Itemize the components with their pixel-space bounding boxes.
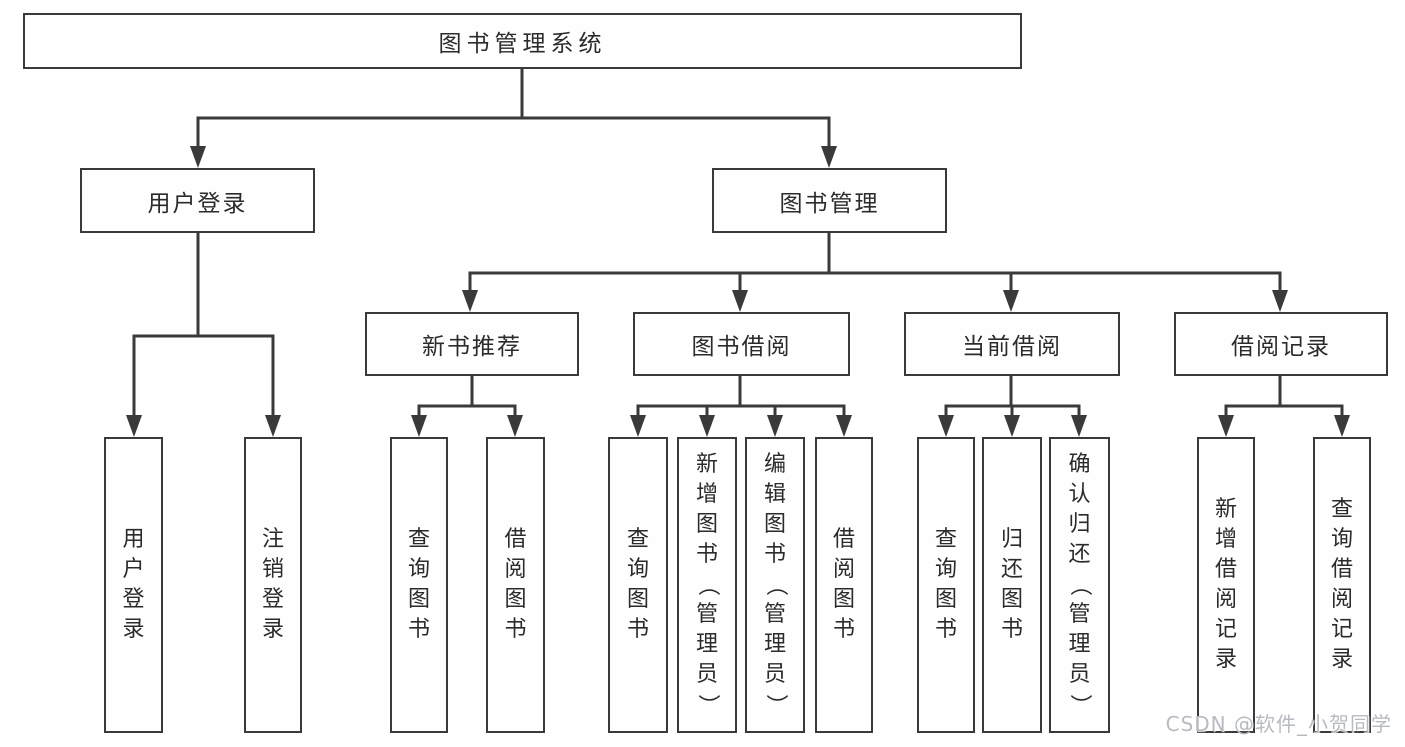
leaf-query-books-node: 查询图书 — [608, 437, 668, 733]
leaf-query-books-node: 查询图书 — [917, 437, 975, 733]
group-current-borrow-node: 当前借阅 — [904, 312, 1120, 376]
leaf-query-borrow-record-node: 查询借阅记录 — [1313, 437, 1371, 733]
leaf-logout-node: 注销登录 — [244, 437, 302, 733]
leaf-edit-books-admin-node: 编辑图书（管理员） — [745, 437, 805, 733]
arrow-down-icon — [126, 415, 142, 437]
branch-book-management-node: 图书管理 — [712, 168, 947, 233]
arrow-down-icon — [1071, 415, 1087, 437]
leaf-borrow-books-node: 借阅图书 — [486, 437, 545, 733]
arrow-down-icon — [1003, 290, 1019, 312]
leaf-query-books-node: 查询图书 — [390, 437, 448, 733]
arrow-down-icon — [190, 146, 206, 168]
leaf-add-books-admin-node: 新增图书（管理员） — [677, 437, 737, 733]
leaf-add-borrow-record-node: 新增借阅记录 — [1197, 437, 1255, 733]
leaf-user-login-node: 用户登录 — [104, 437, 163, 733]
leaf-confirm-return-admin-node: 确认归还（管理员） — [1049, 437, 1110, 733]
arrow-down-icon — [1334, 415, 1350, 437]
arrow-down-icon — [265, 415, 281, 437]
csdn-watermark: CSDN @软件_小贺同学 — [1165, 712, 1392, 736]
arrow-down-icon — [1218, 415, 1234, 437]
arrow-down-icon — [821, 146, 837, 168]
group-new-book-recommend-node: 新书推荐 — [365, 312, 579, 376]
branch-user-login-node: 用户登录 — [80, 168, 315, 233]
arrow-down-icon — [507, 415, 523, 437]
arrow-down-icon — [1272, 290, 1288, 312]
arrow-down-icon — [699, 415, 715, 437]
leaf-borrow-books-node: 借阅图书 — [815, 437, 873, 733]
root-node: 图书管理系统 — [23, 13, 1022, 69]
arrow-down-icon — [836, 415, 852, 437]
arrow-down-icon — [1004, 415, 1020, 437]
group-book-borrow-node: 图书借阅 — [633, 312, 850, 376]
arrow-down-icon — [732, 290, 748, 312]
arrow-down-icon — [630, 415, 646, 437]
arrow-down-icon — [938, 415, 954, 437]
arrow-down-icon — [462, 290, 478, 312]
group-borrow-record-node: 借阅记录 — [1174, 312, 1388, 376]
arrow-down-icon — [411, 415, 427, 437]
arrow-down-icon — [767, 415, 783, 437]
leaf-return-books-node: 归还图书 — [982, 437, 1042, 733]
